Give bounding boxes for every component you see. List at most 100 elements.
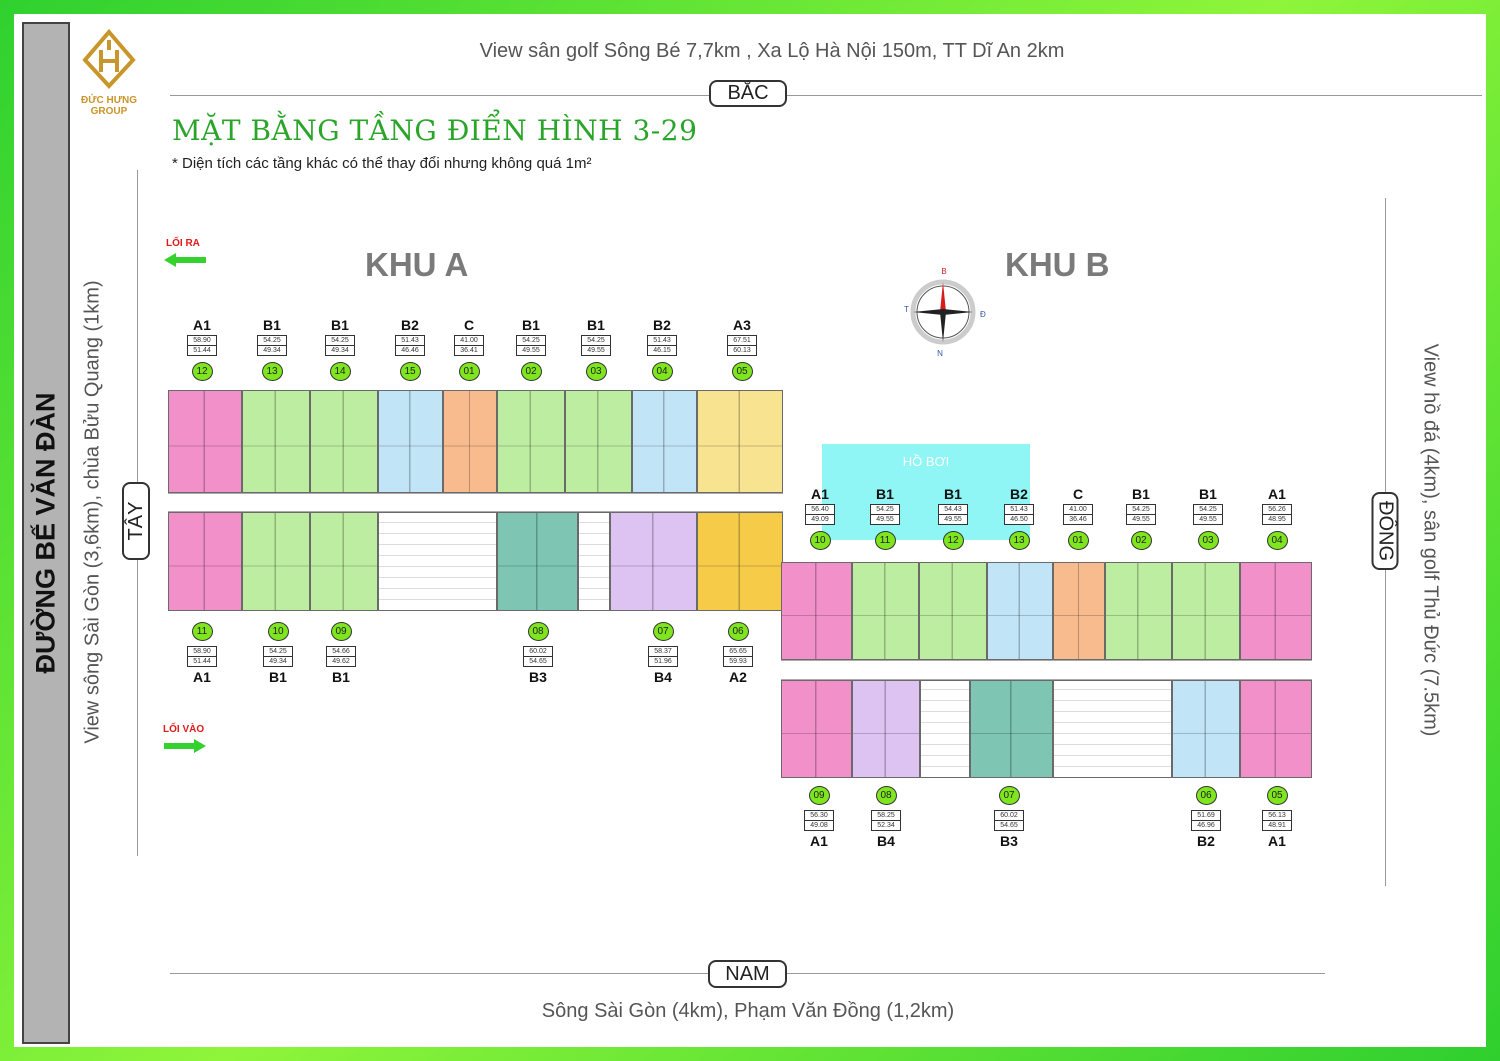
compass-n: B [941, 267, 946, 276]
core-area [578, 512, 610, 611]
gross-area: 56.13 [1268, 812, 1286, 819]
unit-number: 09 [808, 786, 830, 805]
unit-type: A1 [1268, 486, 1286, 502]
apartment-unit [632, 390, 697, 493]
unit-type: A1 [193, 669, 211, 685]
gross-area: 65.65 [729, 648, 747, 655]
net-area: 46.15 [648, 345, 676, 355]
unit-type: B2 [1197, 833, 1215, 849]
net-area: 49.62 [327, 656, 355, 666]
apartment-unit [919, 562, 987, 660]
gross-area: 54.25 [587, 337, 605, 344]
net-area: 51.96 [649, 656, 677, 666]
apartment-unit [565, 390, 632, 493]
unit-type: B3 [529, 669, 547, 685]
net-area: 46.46 [396, 345, 424, 355]
net-area: 49.55 [1194, 514, 1222, 524]
net-area: 46.96 [1192, 820, 1220, 830]
gross-area: 54.66 [332, 648, 350, 655]
unit-number: 04 [651, 362, 673, 381]
apartment-unit [310, 512, 378, 611]
unit-type: C [1072, 486, 1084, 502]
net-area: 60.13 [728, 345, 756, 355]
unit-number: 08 [875, 786, 897, 805]
core-area [920, 680, 970, 778]
swimming-pool: HỒ BƠI [822, 444, 1030, 540]
unit-type: B1 [332, 669, 350, 685]
gross-area: 58.25 [877, 812, 895, 819]
net-area: 48.91 [1263, 820, 1291, 830]
net-area: 51.44 [188, 656, 216, 666]
west-view-text: View sông Sài Gòn (3,6km), chùa Bửu Quan… [81, 280, 104, 744]
apartment-unit [1172, 562, 1240, 660]
apartment-unit [1053, 562, 1105, 660]
gross-area: 58.37 [654, 648, 672, 655]
gross-area: 54.25 [522, 337, 540, 344]
net-area: 36.41 [455, 345, 483, 355]
unit-number: 09 [330, 622, 352, 641]
gross-area: 56.30 [810, 812, 828, 819]
gross-area: 54.25 [876, 506, 894, 513]
gross-area: 60.02 [529, 648, 547, 655]
gross-area: 51.43 [401, 337, 419, 344]
core-area [1053, 680, 1172, 778]
page-title: MẶT BẰNG TẦNG ĐIỂN HÌNH 3-29 [172, 114, 698, 147]
core-area [378, 512, 497, 611]
unit-number: 07 [998, 786, 1020, 805]
logo-icon [82, 28, 136, 89]
apartment-unit [1105, 562, 1172, 660]
gross-area: 60.02 [1000, 812, 1018, 819]
apartment-unit [987, 562, 1053, 660]
unit-type: B3 [1000, 833, 1018, 849]
apartment-unit [1172, 680, 1240, 778]
net-area: 49.34 [258, 345, 286, 355]
net-area: 54.65 [995, 820, 1023, 830]
apartment-unit [497, 512, 578, 611]
apartment-unit [697, 512, 783, 611]
unit-number: 01 [1067, 531, 1089, 550]
unit-number: 10 [809, 531, 831, 550]
unit-number: 07 [652, 622, 674, 641]
logo-group: GROUP [90, 106, 128, 117]
street-name: ĐƯỜNG BẾ VĂN ĐÀN [30, 392, 61, 674]
net-area: 49.09 [806, 514, 834, 524]
apartment-unit [781, 680, 852, 778]
street-bar: ĐƯỜNG BẾ VĂN ĐÀN [22, 22, 70, 1044]
compass-icon: B N T Đ [904, 267, 986, 358]
unit-number: 03 [1197, 531, 1219, 550]
unit-type: B1 [876, 486, 894, 502]
unit-number: 06 [1195, 786, 1217, 805]
unit-type: B2 [653, 317, 671, 333]
apartment-unit [443, 390, 497, 493]
gross-area: 54.43 [944, 506, 962, 513]
khu-b-corridor [781, 660, 1312, 680]
apartment-unit [378, 390, 443, 493]
